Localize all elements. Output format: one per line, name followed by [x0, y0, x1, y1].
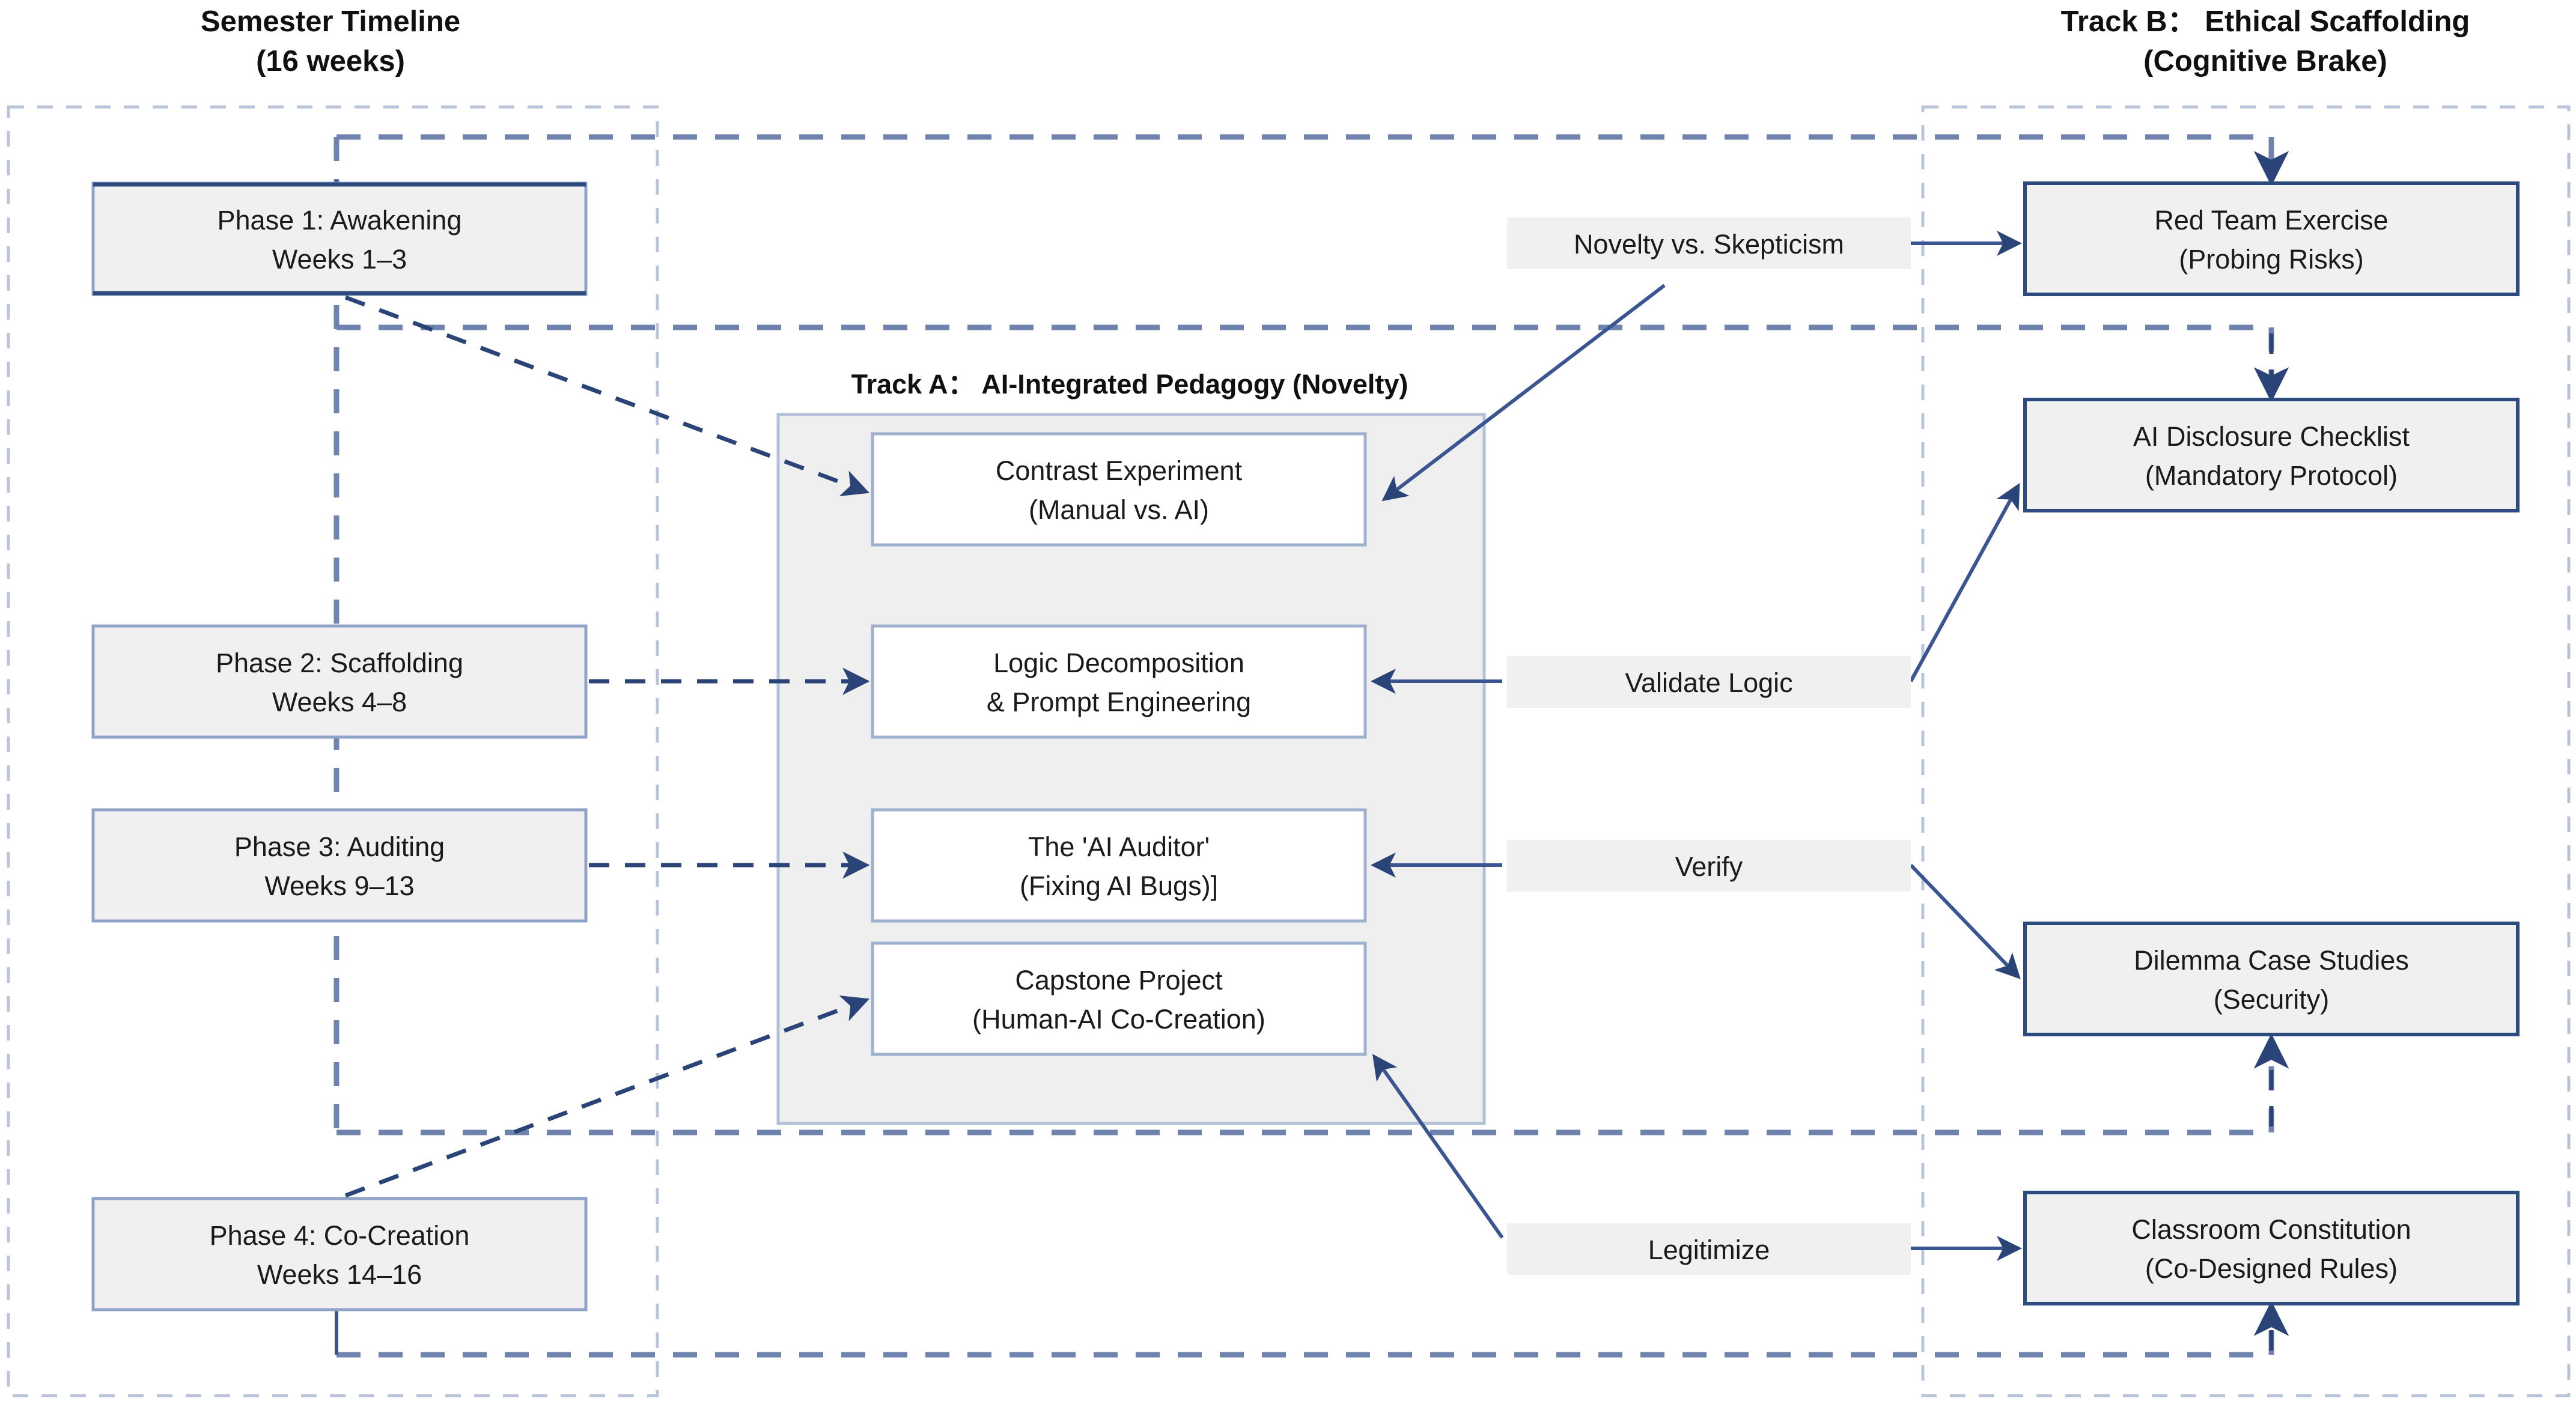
logic-decomposition-box[interactable]	[871, 624, 1367, 739]
dilemma-case-studies-line2: (Security)	[2214, 984, 2330, 1015]
phase-node-1[interactable]: Phase 1: Awakening Weeks 1–3	[91, 181, 588, 296]
semester-timeline-container	[7, 105, 659, 1397]
ai-auditor-line1: The 'AI Auditor'	[1028, 831, 1210, 862]
edge-redteam-to-contrast	[1381, 284, 1666, 502]
header-track-b: Track B： Ethical Scaffolding (Cognitive …	[2061, 5, 2470, 77]
track-a-node-3[interactable]: The 'AI Auditor' (Fixing AI Bugs)]	[871, 808, 1367, 923]
edge-phase1-to-contrast	[344, 295, 870, 497]
track-b-title-line1: Track B： Ethical Scaffolding	[2061, 5, 2470, 38]
ai-auditor-line2: (Fixing AI Bugs)]	[1020, 871, 1218, 901]
classroom-constitution-line1: Classroom Constitution	[2131, 1214, 2411, 1245]
classroom-constitution-box[interactable]	[2023, 1191, 2520, 1305]
phase-2-label-line1: Phase 2: Scaffolding	[216, 648, 463, 678]
edge-verify-to-dilemma	[1909, 863, 2021, 980]
edge-legitimize-to-capstone	[1372, 1054, 1504, 1239]
track-b-node-2[interactable]: AI Disclosure Checklist (Mandatory Proto…	[2023, 398, 2520, 512]
legitimize-label-bg	[1507, 1223, 1911, 1275]
phase-node-4[interactable]: Phase 4: Co-Creation Weeks 14–16	[91, 1197, 588, 1311]
novelty-label-bg	[1507, 217, 1911, 269]
track-a-title: Track A： AI-Integrated Pedagogy (Novelty…	[851, 369, 1408, 400]
capstone-project-line1: Capstone Project	[1015, 965, 1223, 995]
contrast-experiment-line2: (Manual vs. AI)	[1029, 494, 1209, 525]
phase-4-label-line1: Phase 4: Co-Creation	[210, 1220, 470, 1251]
track-b-title-line2: (Cognitive Brake)	[2143, 45, 2387, 77]
phase-2-box[interactable]	[91, 624, 588, 739]
track-b-node-1[interactable]: Red Team Exercise (Probing Risks)	[2023, 181, 2520, 296]
contrast-experiment-line1: Contrast Experiment	[996, 455, 1243, 486]
track-a-node-1[interactable]: Contrast Experiment (Manual vs. AI)	[871, 432, 1367, 547]
logic-decomposition-line1: Logic Decomposition	[993, 648, 1244, 678]
novelty-label-text: Novelty vs. Skepticism	[1574, 229, 1844, 260]
classroom-constitution-line2: (Co-Designed Rules)	[2145, 1253, 2398, 1284]
capstone-project-line2: (Human-AI Co-Creation)	[972, 1004, 1265, 1035]
dilemma-case-studies-line1: Dilemma Case Studies	[2134, 945, 2409, 976]
semester-timeline-title-line1: Semester Timeline	[201, 5, 460, 38]
edge-label-verify: Verify	[1507, 840, 1911, 892]
dilemma-case-studies-box[interactable]	[2023, 922, 2520, 1036]
phase-3-label-line2: Weeks 9–13	[264, 871, 414, 901]
track-b-container	[1921, 105, 2571, 1397]
logic-decomposition-line2: & Prompt Engineering	[987, 687, 1251, 717]
contrast-experiment-box[interactable]	[871, 432, 1367, 547]
verify-label-text: Verify	[1675, 851, 1743, 882]
ai-disclosure-checklist-line1: AI Disclosure Checklist	[2133, 421, 2410, 452]
track-b-node-3[interactable]: Dilemma Case Studies (Security)	[2023, 922, 2520, 1036]
phase-1-label-line1: Phase 1: Awakening	[218, 205, 462, 236]
verify-label-bg	[1507, 840, 1911, 892]
phase-1-box[interactable]	[91, 181, 588, 296]
ai-auditor-box[interactable]	[871, 808, 1367, 923]
edge-validate-to-disclosure	[1909, 482, 2020, 682]
legitimize-label-text: Legitimize	[1648, 1235, 1770, 1265]
phase-node-3[interactable]: Phase 3: Auditing Weeks 9–13	[91, 808, 588, 923]
validate-logic-label-text: Validate Logic	[1625, 667, 1792, 698]
red-team-exercise-line2: (Probing Risks)	[2179, 244, 2364, 275]
edge-label-validate-logic: Validate Logic	[1507, 656, 1911, 708]
red-team-exercise-box[interactable]	[2023, 181, 2520, 296]
edge-label-legitimize: Legitimize	[1507, 1223, 1911, 1275]
ai-disclosure-checklist-line2: (Mandatory Protocol)	[2145, 460, 2398, 491]
phase-3-box[interactable]	[91, 808, 588, 923]
phase-4-box[interactable]	[91, 1197, 588, 1311]
header-semester-timeline: Semester Timeline (16 weeks)	[201, 5, 460, 77]
phase-1-label-line2: Weeks 1–3	[272, 244, 407, 275]
track-a-node-4[interactable]: Capstone Project (Human-AI Co-Creation)	[871, 941, 1367, 1056]
track-a-node-2[interactable]: Logic Decomposition & Prompt Engineering	[871, 624, 1367, 739]
edge-label-novelty-vs-skepticism: Novelty vs. Skepticism	[1507, 217, 1911, 269]
validate-logic-label-bg	[1507, 656, 1911, 708]
track-b-node-4[interactable]: Classroom Constitution (Co-Designed Rule…	[2023, 1191, 2520, 1305]
phase-4-label-line2: Weeks 14–16	[257, 1259, 422, 1290]
phase-3-label-line1: Phase 3: Auditing	[234, 831, 445, 862]
phase-2-label-line2: Weeks 4–8	[272, 687, 407, 717]
capstone-project-box[interactable]	[871, 941, 1367, 1056]
semester-timeline-title-line2: (16 weeks)	[256, 45, 405, 77]
phase-node-2[interactable]: Phase 2: Scaffolding Weeks 4–8	[91, 624, 588, 739]
red-team-exercise-line1: Red Team Exercise	[2154, 205, 2388, 236]
ai-disclosure-checklist-box[interactable]	[2023, 398, 2520, 512]
